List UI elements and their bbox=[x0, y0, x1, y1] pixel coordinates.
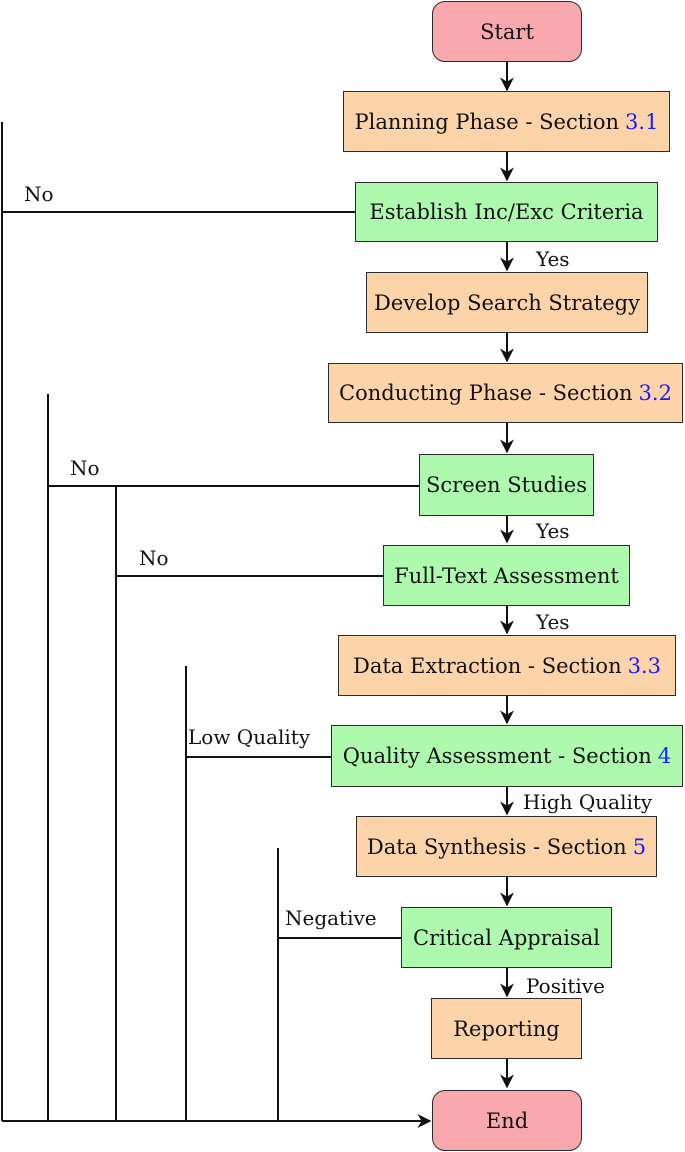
synthesis-section-ref[interactable]: 5 bbox=[632, 834, 647, 859]
establish-criteria-box: Establish Inc/Exc Criteria bbox=[355, 182, 658, 242]
establish-yes-label: Yes bbox=[536, 247, 570, 271]
end-label: End bbox=[485, 1108, 529, 1133]
start-label: Start bbox=[480, 19, 534, 44]
extraction-section-ref[interactable]: 3.3 bbox=[627, 653, 661, 678]
quality-section-ref[interactable]: 4 bbox=[657, 744, 672, 768]
quality-low-label: Low Quality bbox=[188, 725, 311, 749]
fulltext-yes-label: Yes bbox=[536, 610, 570, 634]
develop-search-box: Develop Search Strategy bbox=[366, 272, 648, 333]
data-synthesis-label: Data Synthesis - Section bbox=[366, 834, 627, 859]
reporting-label: Reporting bbox=[453, 1016, 560, 1041]
screen-studies-label: Screen Studies bbox=[426, 473, 587, 497]
critical-appraisal-box: Critical Appraisal bbox=[401, 907, 612, 968]
reporting-box: Reporting bbox=[431, 998, 582, 1059]
conducting-phase-box: Conducting Phase - Section 3.2 bbox=[328, 363, 683, 423]
develop-search-label: Develop Search Strategy bbox=[374, 290, 640, 315]
critical-appraisal-label: Critical Appraisal bbox=[413, 925, 600, 950]
planning-phase-box: Planning Phase - Section 3.1 bbox=[343, 91, 670, 152]
data-extraction-box: Data Extraction - Section 3.3 bbox=[338, 635, 676, 696]
end-node: End bbox=[432, 1090, 582, 1151]
full-text-assessment-label: Full-Text Assessment bbox=[394, 563, 619, 588]
data-extraction-label: Data Extraction - Section bbox=[353, 653, 622, 678]
full-text-assessment-box: Full-Text Assessment bbox=[383, 545, 630, 606]
fulltext-no-label: No bbox=[139, 546, 169, 570]
screen-yes-label: Yes bbox=[536, 519, 570, 543]
conducting-phase-label: Conducting Phase - Section bbox=[339, 381, 633, 405]
appraisal-negative-label: Negative bbox=[285, 906, 377, 930]
establish-criteria-label: Establish Inc/Exc Criteria bbox=[369, 200, 644, 224]
conducting-section-ref[interactable]: 3.2 bbox=[638, 381, 672, 405]
quality-high-label: High Quality bbox=[523, 790, 653, 814]
planning-phase-label: Planning Phase - Section bbox=[354, 109, 620, 134]
screen-no-label: No bbox=[70, 456, 100, 480]
screen-studies-box: Screen Studies bbox=[419, 454, 594, 516]
quality-assessment-box: Quality Assessment - Section 4 bbox=[331, 725, 683, 787]
establish-no-label: No bbox=[24, 182, 54, 206]
quality-assessment-label: Quality Assessment - Section bbox=[342, 744, 652, 768]
data-synthesis-box: Data Synthesis - Section 5 bbox=[356, 816, 657, 877]
planning-section-ref[interactable]: 3.1 bbox=[625, 109, 659, 134]
start-node: Start bbox=[432, 1, 582, 62]
appraisal-positive-label: Positive bbox=[526, 974, 605, 998]
